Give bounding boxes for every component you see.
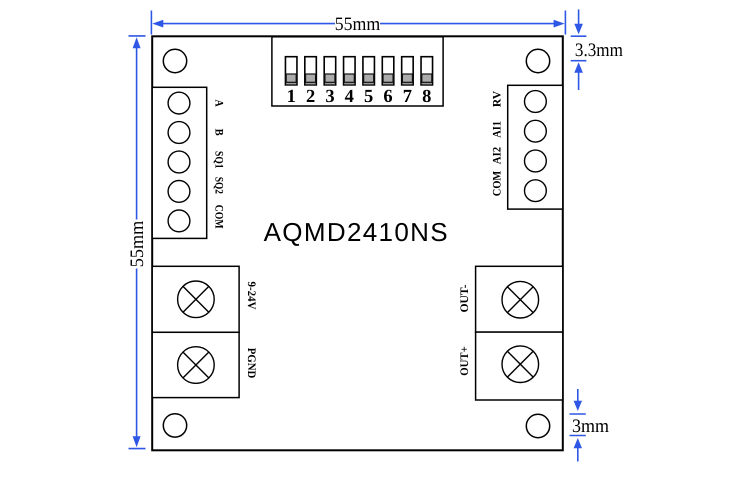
svg-text:3: 3 — [325, 87, 334, 107]
svg-text:COM: COM — [492, 171, 504, 197]
svg-text:AI1: AI1 — [492, 121, 504, 138]
svg-text:2: 2 — [306, 87, 315, 107]
svg-text:A: A — [212, 100, 224, 108]
svg-text:SQ1: SQ1 — [212, 151, 224, 169]
svg-text:3mm: 3mm — [572, 416, 609, 437]
svg-text:5: 5 — [364, 87, 373, 107]
svg-text:6: 6 — [383, 87, 392, 107]
svg-text:OUT+: OUT+ — [459, 346, 471, 376]
svg-text:8: 8 — [422, 87, 431, 107]
svg-text:OUT-: OUT- — [459, 284, 471, 312]
svg-text:4: 4 — [345, 87, 354, 107]
svg-text:B: B — [212, 129, 224, 136]
svg-text:COM: COM — [212, 205, 224, 229]
svg-text:PGND: PGND — [245, 348, 257, 379]
svg-text:3.3mm: 3.3mm — [575, 40, 623, 61]
svg-text:AI2: AI2 — [492, 147, 504, 165]
svg-text:55mm: 55mm — [127, 221, 148, 268]
svg-text:55mm: 55mm — [335, 14, 381, 35]
svg-text:SQ2: SQ2 — [212, 177, 224, 194]
svg-text:7: 7 — [403, 87, 412, 107]
svg-text:AQMD2410NS: AQMD2410NS — [264, 217, 448, 247]
svg-text:1: 1 — [287, 87, 296, 107]
svg-text:RV: RV — [492, 90, 504, 107]
svg-text:9-24V: 9-24V — [245, 282, 257, 311]
